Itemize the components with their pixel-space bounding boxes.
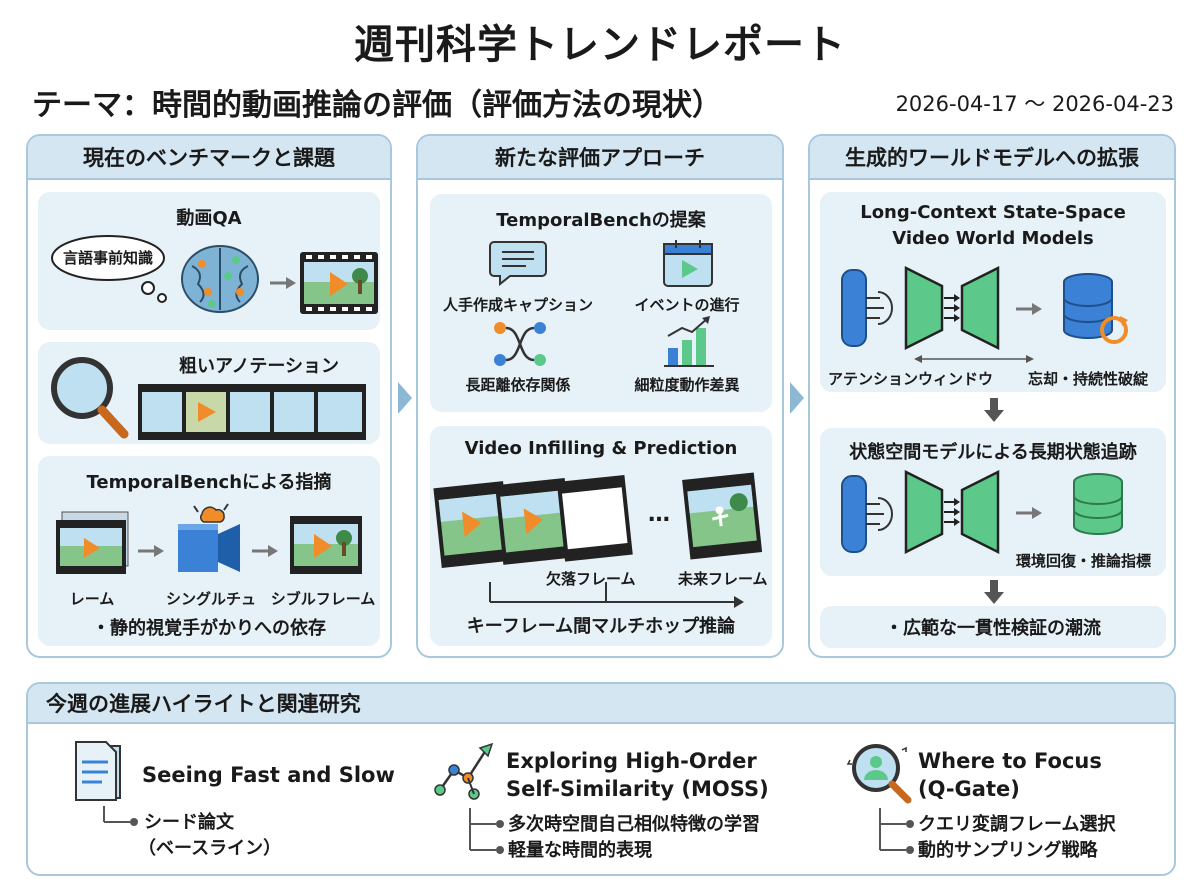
down-arrow-icon [984, 580, 1004, 604]
item-event-progression: イベントの進行 [634, 296, 740, 314]
film-strip-icon [433, 474, 633, 568]
card-title-line1: Long-Context State-Space [860, 202, 1126, 223]
report-title: 週刊科学トレンドレポート [354, 22, 846, 68]
film-strip-icon [138, 384, 366, 440]
panel-heading: 生成的ワールドモデルへの拡張 [810, 136, 1174, 180]
card-long-context-ssm: Long-Context State-Space Video World Mod… [820, 192, 1166, 392]
panel-highlights: 今週の進展ハイライトと関連研究 Seeing Fast and Slow シード… [26, 682, 1176, 876]
consistency-text: ・広範な一貫性検証の潮流 [885, 618, 1101, 639]
date-range: 2026-04-17 〜 2026-04-23 [895, 92, 1174, 116]
panel-heading: 現在のベンチマークと課題 [28, 136, 390, 180]
card-title: Video Infilling & Prediction [464, 438, 738, 459]
arrow-icon [270, 277, 296, 289]
database-icon [1063, 273, 1128, 344]
label-future-frame: 未来フレーム [678, 570, 768, 588]
branch-icon [494, 322, 546, 366]
paper-note: 動的サンプリング戦略 [918, 840, 1098, 861]
multihop-reasoning: キーフレーム間マルチホップ推論 [466, 616, 736, 637]
label-simple-frame: シブルフレーム [270, 590, 376, 608]
card-title: 動画QA [176, 208, 242, 229]
label-single: シングルチュ [165, 590, 256, 608]
paper-title: Exploring High-Order [506, 749, 757, 773]
panel-world-models: 生成的ワールドモデルへの拡張 Long-Context State-Space … [808, 134, 1176, 658]
paper-note: シード論文 [144, 812, 234, 833]
encoder-block-icon [841, 269, 893, 347]
magnifier-icon [51, 357, 129, 439]
item-fine-grained: 細粒度動作差異 [634, 376, 740, 394]
panel-heading: 今週の進展ハイライトと関連研究 [28, 684, 1174, 724]
film-strip-icon [682, 472, 763, 560]
bubble-text: 言語事前知識 [62, 249, 153, 267]
encoder-block-icon [841, 475, 893, 553]
chat-bubble-icon [489, 241, 547, 287]
panel-heading: 新たな評価アプローチ [418, 136, 782, 180]
tree-connector [103, 806, 138, 826]
report-theme: テーマ：時間的動画推論の評価（評価方法の現状） [32, 88, 722, 123]
thought-bubble-icon [51, 235, 167, 303]
bar-chart-icon [664, 316, 714, 367]
hourglass-model-icon [904, 469, 1000, 555]
paper-title: (Q-Gate) [918, 777, 1020, 801]
database-icon [1073, 473, 1123, 535]
card-title-line2: Video World Models [892, 228, 1094, 249]
camera-icon [178, 503, 240, 572]
card-title: 粗いアノテーション [178, 356, 340, 377]
label-frame: レーム [69, 590, 115, 608]
arrow-icon [138, 545, 164, 557]
flow-arrow-icon [398, 382, 412, 414]
card-video-infilling: Video Infilling & Prediction … [430, 426, 772, 646]
paper-note: 軽量な時間的表現 [508, 840, 652, 861]
flow-arrow-icon [790, 382, 804, 414]
film-strip-icon [300, 252, 378, 314]
paper-title: Seeing Fast and Slow [142, 763, 395, 787]
panel-current-benchmarks: 現在のベンチマークと課題 動画QA 言語事前知識 [26, 134, 392, 658]
tree-connector [469, 808, 504, 854]
item-long-range: 長距離依存関係 [465, 376, 571, 394]
paper-note: 多次時空間自己相似特徴の学習 [508, 814, 760, 835]
document-icon [75, 741, 121, 801]
bullet-static-cues: ・静的視覚手がかりへの依存 [92, 618, 326, 639]
card-state-tracking: 状態空間モデルによる長期状態追跡 環境回復・推論指標 [820, 428, 1166, 576]
search-person-icon [846, 744, 912, 804]
bracket-line [489, 582, 744, 608]
double-arrow-line [914, 355, 1034, 363]
film-strip-icon [56, 511, 129, 574]
film-strip-icon [290, 516, 362, 574]
tree-connector [879, 808, 914, 854]
paper-title: Self-Similarity (MOSS) [506, 777, 769, 801]
label-forgetting: 忘却・持続性破綻 [1028, 370, 1149, 388]
arrow-icon [1016, 303, 1042, 315]
paper-note: クエリ変調フレーム選択 [918, 814, 1116, 835]
panel-new-approaches: 新たな評価アプローチ TemporalBenchの提案 人手作成キャプション イ… [416, 134, 784, 658]
card-temporalbench-findings: TemporalBenchによる指摘 レーム [38, 456, 380, 646]
arrow-icon [252, 545, 278, 557]
label-attention-window: アテンションウィンドウ [828, 370, 994, 388]
card-consistency-trend: ・広範な一貫性検証の潮流 [820, 606, 1166, 648]
paper-note: （ベースライン） [138, 838, 282, 859]
card-coarse-annotation: 粗いアノテーション [38, 342, 380, 444]
card-title: 状態空間モデルによる長期状態追跡 [849, 442, 1137, 463]
label-env-recovery: 環境回復・推論指標 [1016, 552, 1152, 570]
card-video-qa: 動画QA 言語事前知識 [38, 192, 380, 330]
hourglass-model-icon [904, 265, 1000, 351]
calendar-play-icon [663, 240, 713, 287]
network-icon [434, 742, 494, 800]
card-title: TemporalBenchによる指摘 [86, 472, 332, 493]
paper-title: Where to Focus [918, 749, 1102, 773]
item-human-captions: 人手作成キャプション [442, 296, 593, 314]
ellipsis: … [648, 502, 670, 527]
label-missing-frame: 欠落フレーム [546, 570, 636, 588]
arrow-icon [1016, 507, 1042, 519]
down-arrow-icon [984, 398, 1004, 422]
card-title: TemporalBenchの提案 [496, 210, 706, 231]
card-temporalbench-proposal: TemporalBenchの提案 人手作成キャプション イベントの進行 [430, 194, 772, 412]
brain-icon [181, 245, 259, 313]
